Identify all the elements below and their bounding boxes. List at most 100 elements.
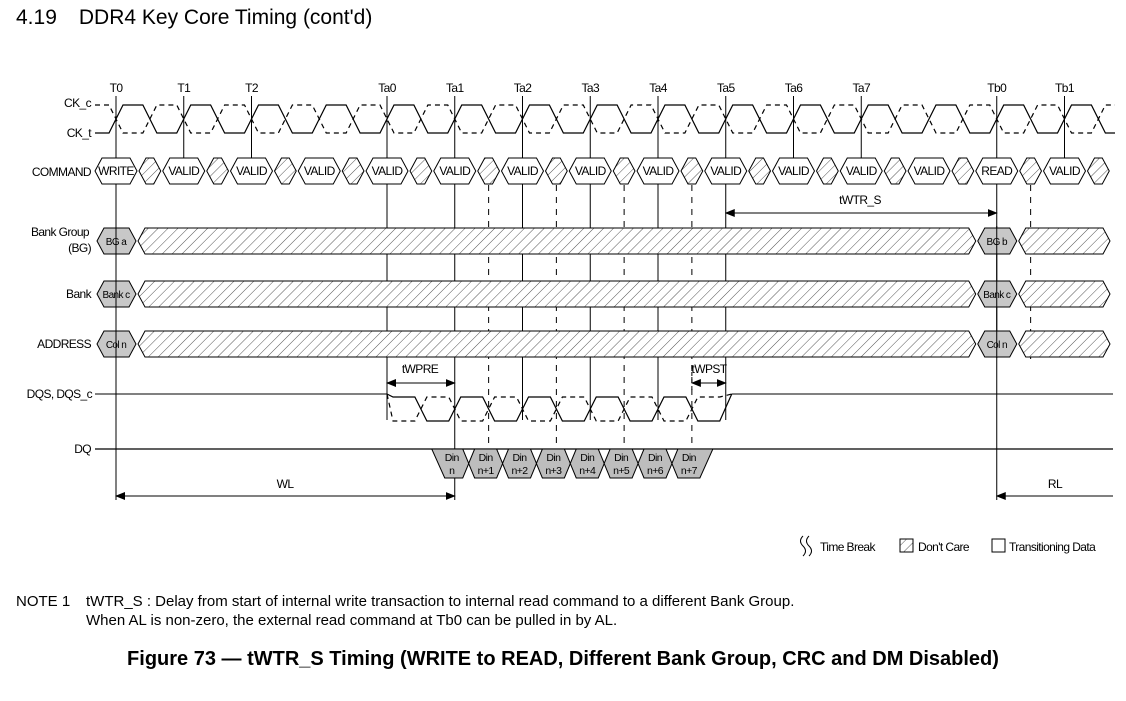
data-beat-index: n+5 bbox=[613, 465, 630, 477]
data-beat-index: n+2 bbox=[511, 465, 528, 477]
command-label-valid: VALID bbox=[846, 164, 878, 178]
data-beat-index: n+3 bbox=[545, 465, 562, 477]
signal-label-dq: DQ bbox=[74, 442, 91, 456]
dont-care-slot bbox=[138, 157, 162, 185]
clock-edge-label-ta5: Ta5 bbox=[717, 81, 735, 95]
data-beat-index: n+6 bbox=[647, 465, 664, 477]
data-beat-label: Din bbox=[682, 452, 697, 464]
data-beat-index: n+4 bbox=[579, 465, 596, 477]
bank-value: Bank c bbox=[983, 290, 1011, 301]
dont-care-slot bbox=[748, 157, 772, 185]
command-label-valid: VALID bbox=[439, 164, 471, 178]
data-beat-box bbox=[430, 448, 470, 479]
ck-c-waveform bbox=[95, 104, 1115, 134]
clock-edge-label-t1: T1 bbox=[177, 81, 191, 95]
waveforms: WRITE VALID VALID VALID VALID VALID VALID VALID… bbox=[94, 104, 1115, 479]
clock-edge-label-ta7: Ta7 bbox=[852, 81, 870, 95]
twpst-label: tWPST bbox=[692, 362, 728, 376]
clock-edge-label-tb1: Tb1 bbox=[1055, 81, 1075, 95]
wl-label: WL bbox=[277, 477, 295, 491]
timing-reference-lines bbox=[115, 96, 1065, 500]
note-line-2: When AL is non-zero, the external read c… bbox=[86, 612, 618, 629]
data-beat-label: Din bbox=[614, 452, 629, 464]
command-label-read: READ bbox=[981, 164, 1013, 178]
clock-edge-label-tb0: Tb0 bbox=[987, 81, 1007, 95]
command-slot bbox=[1042, 157, 1087, 185]
data-beat-index: n+1 bbox=[478, 465, 495, 477]
legend: Time Break Don't Care Transitioning Data bbox=[800, 535, 1097, 557]
data-beat-label: Din bbox=[546, 452, 561, 464]
dont-care-slot bbox=[206, 157, 230, 185]
dont-care-bus bbox=[137, 330, 977, 358]
dont-care-slot bbox=[341, 157, 365, 185]
data-beat-label: Din bbox=[648, 452, 663, 464]
clock-edge-label-ta4: Ta4 bbox=[649, 81, 667, 95]
legend-dont-care: Don't Care bbox=[918, 540, 970, 554]
signal-label-address: ADDRESS bbox=[37, 337, 91, 351]
bank-group-value: BG a bbox=[106, 237, 127, 248]
note-label: NOTE 1 bbox=[16, 593, 71, 610]
clock-edge-label-ta2: Ta2 bbox=[514, 81, 532, 95]
command-slot bbox=[433, 157, 477, 185]
clock-edge-label-ta1: Ta1 bbox=[446, 81, 464, 95]
twpre-label: tWPRE bbox=[402, 362, 439, 376]
rl-label: RL bbox=[1048, 477, 1063, 491]
command-label-valid: VALID bbox=[710, 164, 742, 178]
dont-care-bus bbox=[137, 280, 977, 308]
dont-care-slot bbox=[815, 157, 839, 185]
data-beat-index: n bbox=[449, 465, 455, 477]
command-label-valid: VALID bbox=[778, 164, 810, 178]
dont-care-slot bbox=[1019, 157, 1043, 185]
signal-label-ck-c: CK_c bbox=[64, 96, 92, 110]
command-slot bbox=[907, 157, 951, 185]
command-label-valid: VALID bbox=[914, 164, 946, 178]
command-slot bbox=[297, 157, 341, 185]
clock-edge-label-ta3: Ta3 bbox=[581, 81, 599, 95]
command-label-valid: VALID bbox=[1049, 164, 1081, 178]
signal-label-bank: Bank bbox=[66, 287, 93, 301]
dont-care-bus bbox=[1018, 280, 1111, 308]
timing-diagram: WRITE VALID VALID VALID VALID VALID VALID VALID… bbox=[27, 81, 1115, 557]
bank-group-value: BG b bbox=[987, 237, 1008, 248]
signal-label-dqs: DQS, DQS_c bbox=[27, 387, 93, 401]
command-slot bbox=[568, 157, 612, 185]
clock-edge-label-ta6: Ta6 bbox=[785, 81, 803, 95]
clock-edge-label-t0: T0 bbox=[110, 81, 124, 95]
command-label-valid: VALID bbox=[168, 164, 200, 178]
bank-value: Bank c bbox=[103, 290, 131, 301]
section-title: DDR4 Key Core Timing (cont'd) bbox=[78, 6, 373, 29]
ck-t-waveform bbox=[95, 104, 1115, 134]
command-label-write: WRITE bbox=[98, 164, 134, 178]
dont-care-slot bbox=[612, 157, 636, 185]
figure-caption: Figure 73 — tWTR_S Timing (WRITE to READ… bbox=[127, 648, 999, 670]
dont-care-slot bbox=[680, 157, 704, 185]
command-slot bbox=[229, 157, 274, 185]
signal-label-bg: (BG) bbox=[68, 241, 92, 255]
dqs-waveform bbox=[386, 393, 733, 422]
data-beat-index: n+7 bbox=[681, 465, 698, 477]
data-beat-label: Din bbox=[580, 452, 595, 464]
command-slot bbox=[839, 157, 883, 185]
dont-care-bus bbox=[137, 227, 977, 255]
transitioning-data-swatch-icon bbox=[991, 538, 1006, 553]
data-beat-label: Din bbox=[445, 452, 460, 464]
data-beat-label: Din bbox=[513, 452, 528, 464]
command-slot bbox=[704, 157, 748, 185]
dont-care-swatch-icon bbox=[899, 538, 914, 553]
dont-care-bus bbox=[1018, 330, 1111, 358]
command-label-valid: VALID bbox=[643, 164, 675, 178]
command-slot bbox=[94, 157, 138, 185]
legend-transitioning: Transitioning Data bbox=[1009, 540, 1096, 554]
data-beat-box bbox=[671, 448, 714, 479]
dont-care-slot bbox=[544, 157, 568, 185]
time-break-icon bbox=[800, 535, 812, 557]
legend-time-break: Time Break bbox=[820, 540, 877, 554]
dont-care-slot bbox=[1086, 157, 1110, 185]
command-slot bbox=[162, 157, 206, 185]
dqs-c-waveform bbox=[386, 393, 732, 422]
dont-care-slot bbox=[273, 157, 297, 185]
command-slot bbox=[636, 157, 680, 185]
command-label-valid: VALID bbox=[507, 164, 539, 178]
